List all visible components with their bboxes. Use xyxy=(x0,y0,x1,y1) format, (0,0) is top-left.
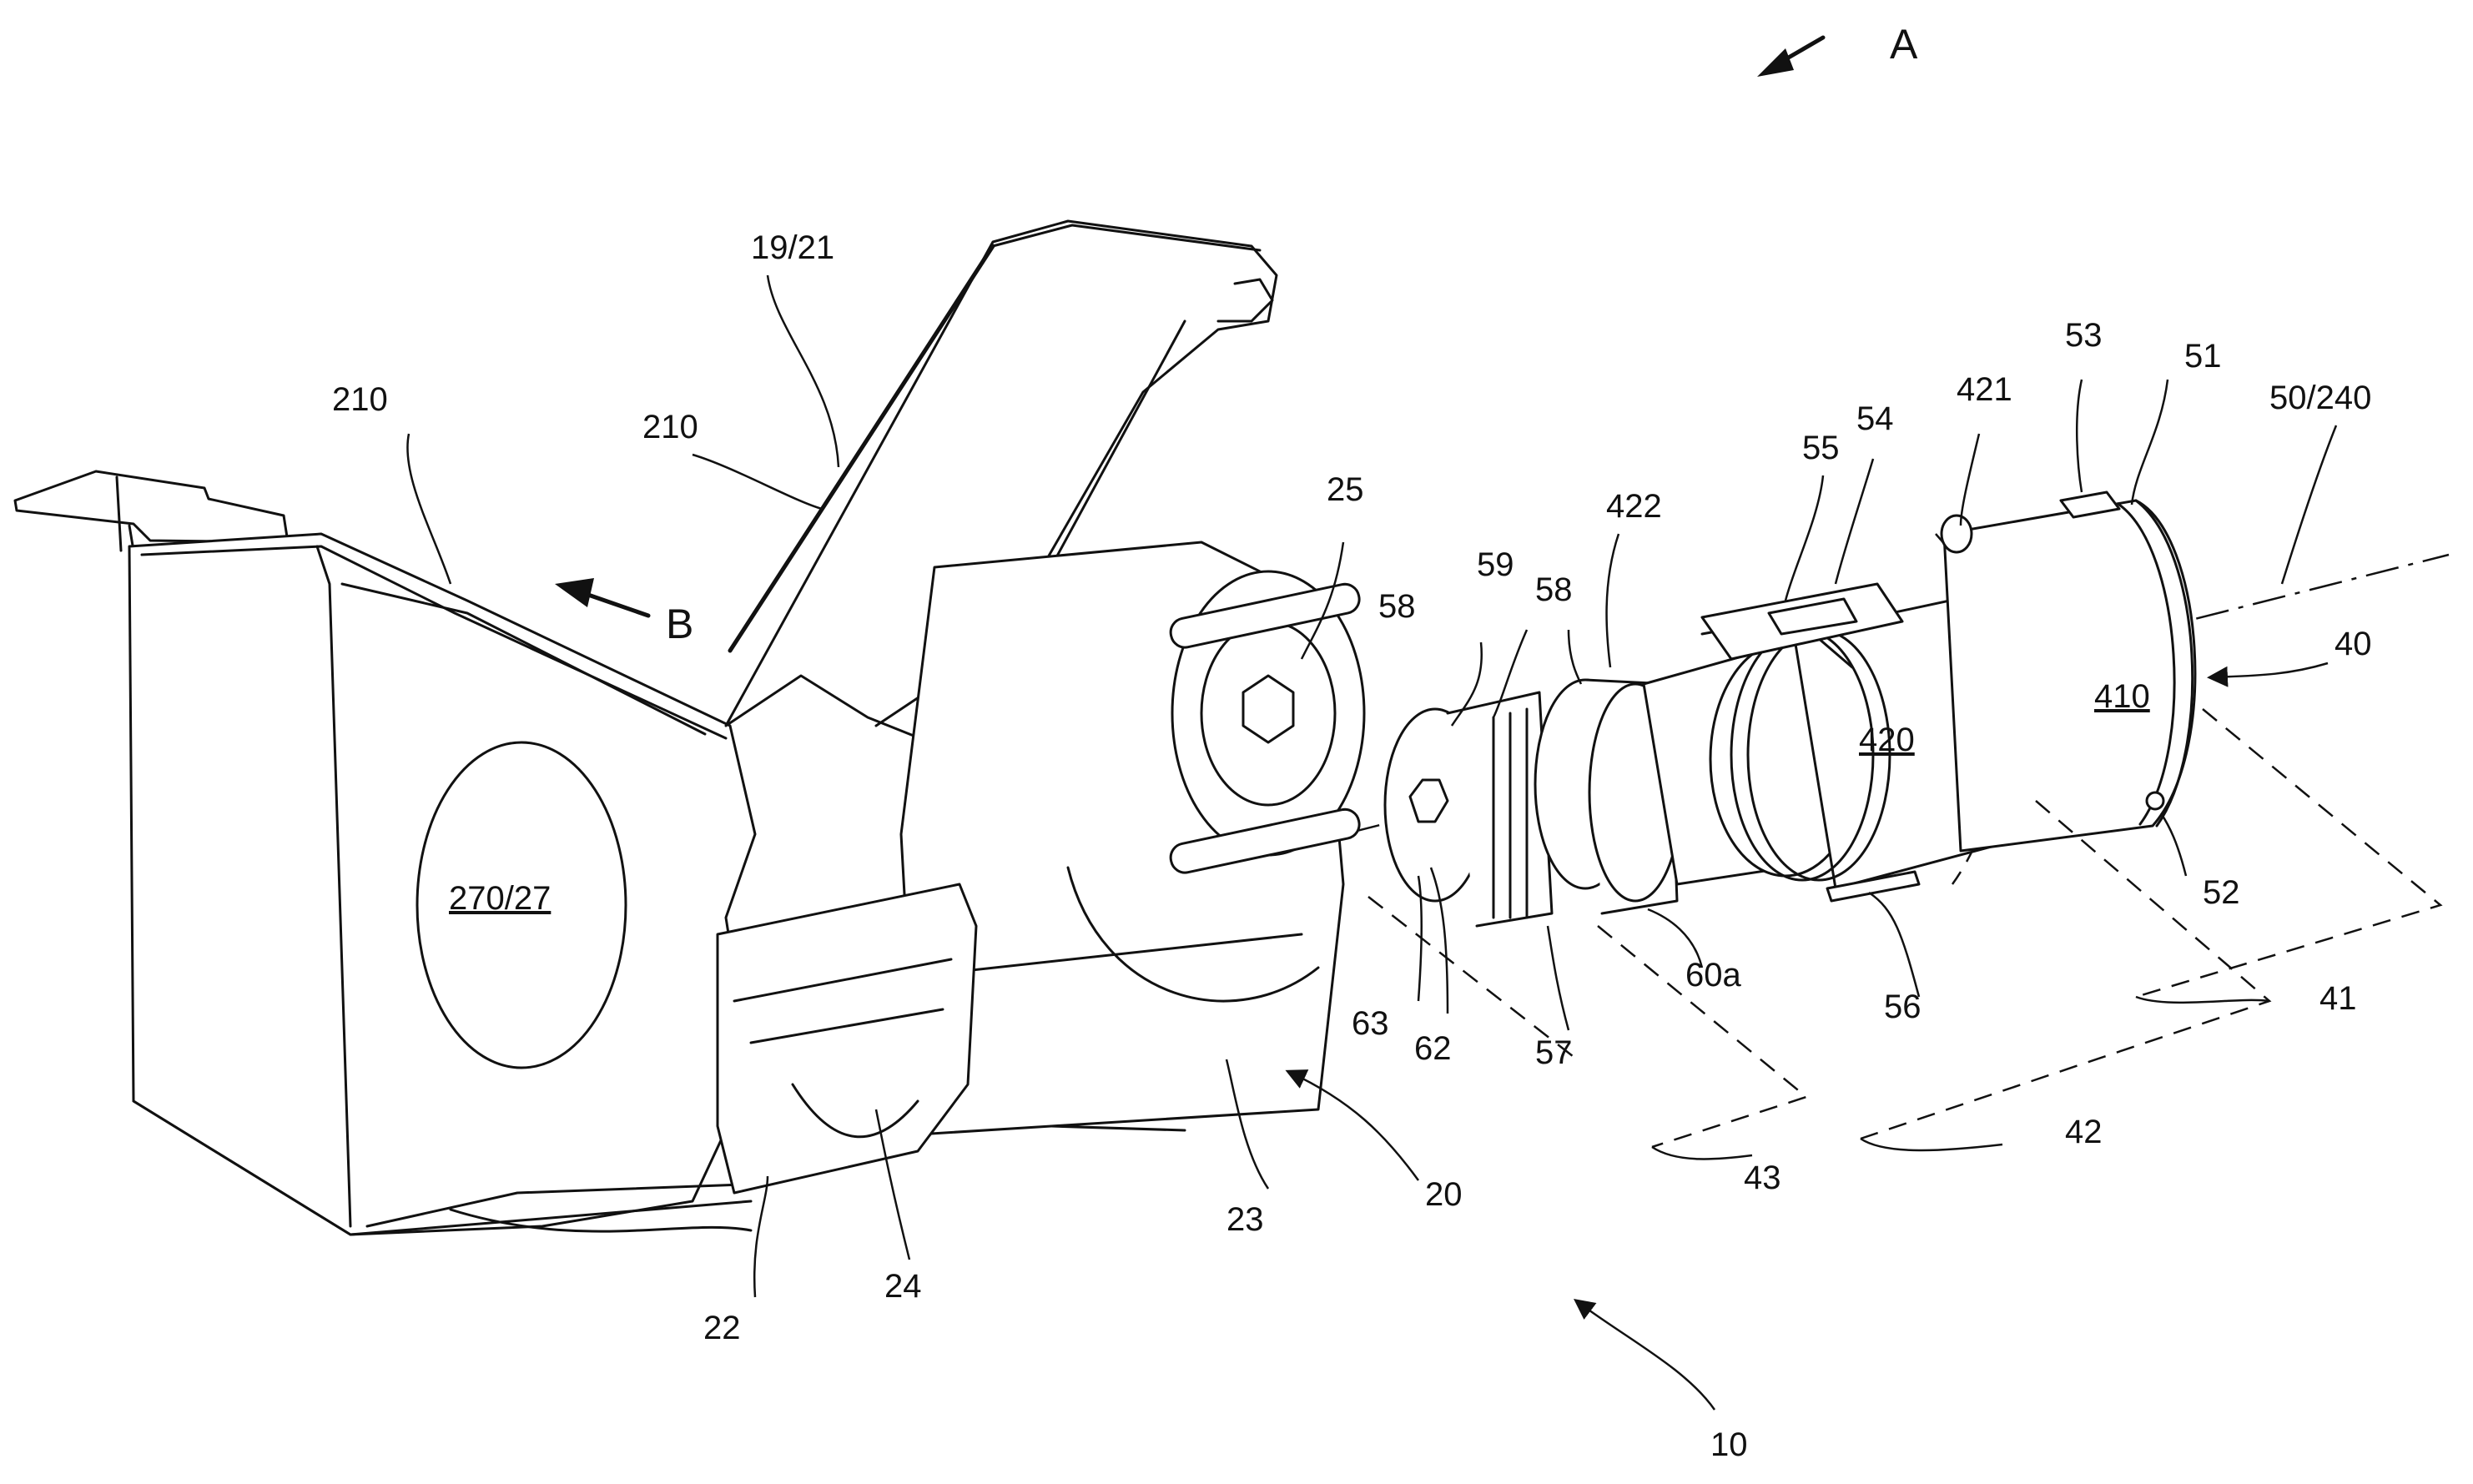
label-19-21: 19/21 xyxy=(751,229,834,266)
label-63: 63 xyxy=(1352,1005,1389,1042)
label-62: 62 xyxy=(1414,1030,1452,1067)
label-view-b: B xyxy=(666,601,693,647)
label-25: 25 xyxy=(1327,471,1364,508)
label-53: 53 xyxy=(2065,317,2103,354)
view-arrow-b xyxy=(555,578,648,616)
label-20: 20 xyxy=(1425,1176,1463,1213)
view-arrow-a xyxy=(1757,38,1823,77)
label-23: 23 xyxy=(1226,1201,1264,1238)
label-42: 42 xyxy=(2065,1114,2103,1150)
label-57: 57 xyxy=(1535,1034,1573,1071)
label-10: 10 xyxy=(1710,1426,1748,1463)
hood-housing xyxy=(15,471,755,1235)
label-410: 410 xyxy=(2094,678,2150,715)
label-40: 40 xyxy=(2334,626,2372,662)
label-56: 56 xyxy=(1884,988,1921,1025)
label-55: 55 xyxy=(1802,430,1840,466)
label-58-left: 58 xyxy=(1378,588,1416,625)
label-210-left: 210 xyxy=(332,381,388,418)
label-420: 420 xyxy=(1859,722,1915,758)
label-54: 54 xyxy=(1856,400,1894,437)
label-270-27: 270/27 xyxy=(449,880,551,917)
label-24: 24 xyxy=(884,1268,922,1305)
label-51: 51 xyxy=(2184,338,2222,375)
label-43: 43 xyxy=(1744,1160,1781,1196)
label-422: 422 xyxy=(1606,488,1662,525)
label-210-mid: 210 xyxy=(642,409,698,445)
label-59: 59 xyxy=(1477,546,1514,583)
label-22: 22 xyxy=(703,1310,741,1346)
label-421: 421 xyxy=(1957,371,2012,408)
label-50-240: 50/240 xyxy=(2269,380,2371,416)
label-58-right: 58 xyxy=(1535,571,1573,608)
label-60a: 60a xyxy=(1685,957,1741,994)
label-41: 41 xyxy=(2319,980,2357,1017)
label-view-a: A xyxy=(1890,21,1918,68)
coupling-group xyxy=(1385,680,1681,926)
label-52: 52 xyxy=(2203,874,2240,911)
